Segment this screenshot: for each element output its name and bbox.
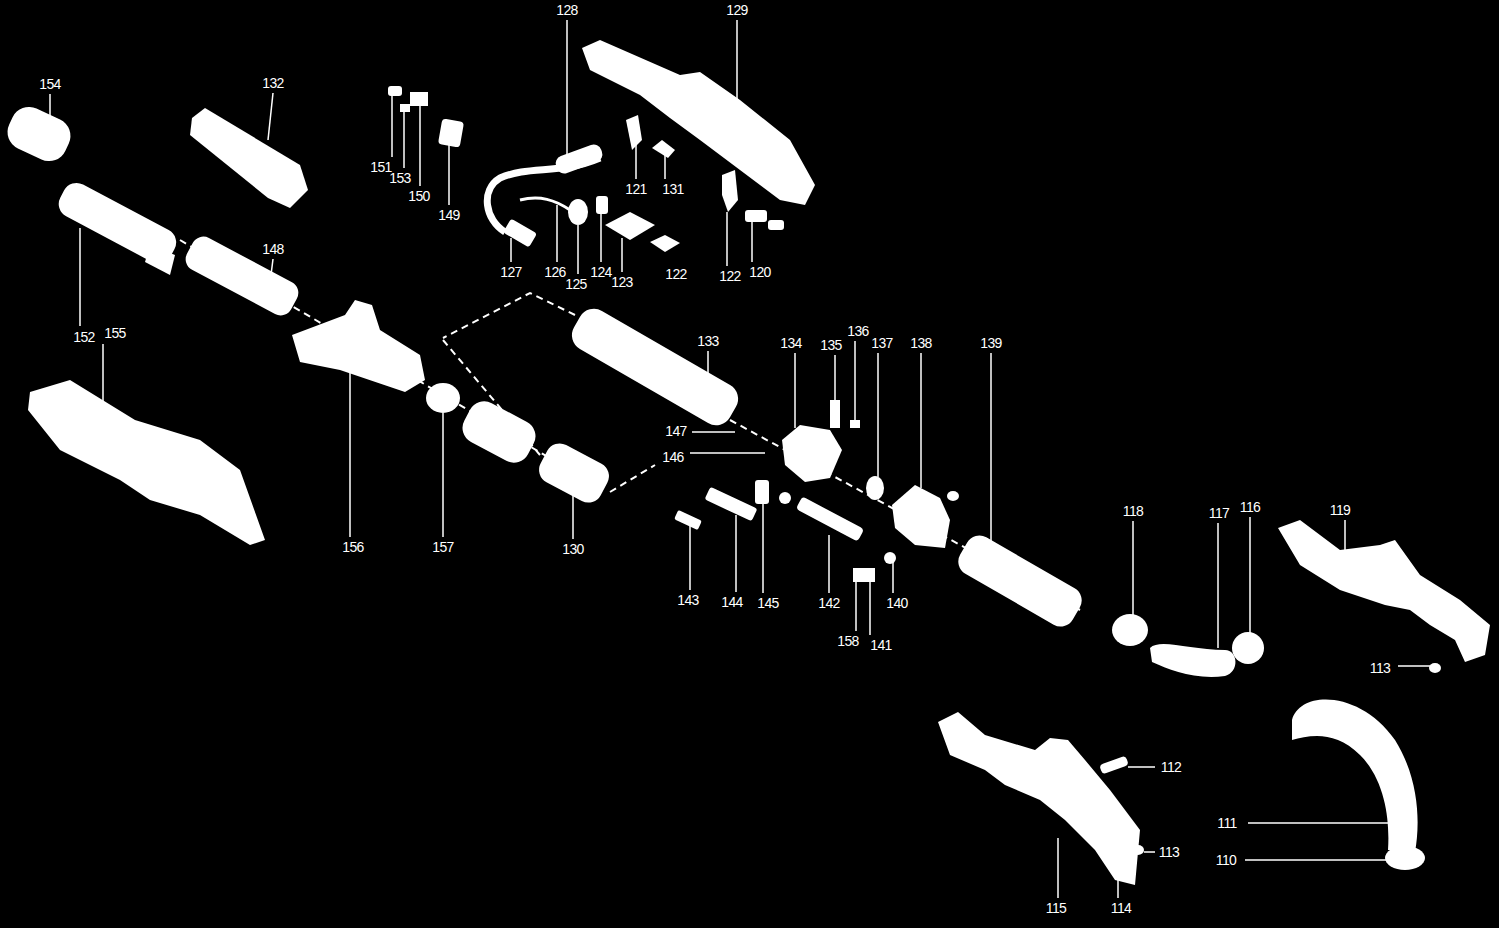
callout-number: 154 <box>39 76 61 92</box>
callout-number: 136 <box>847 323 869 339</box>
callout-number: 120 <box>749 264 771 280</box>
callout-number: 129 <box>726 2 748 18</box>
callout-number: 146 <box>662 449 684 465</box>
callout-number: 117 <box>1209 505 1230 521</box>
callout-number: 155 <box>104 325 126 341</box>
callout-number: 132 <box>262 75 284 91</box>
callout-number: 122 <box>719 268 741 284</box>
callout-number: 133 <box>697 333 719 349</box>
callout-number: 114 <box>1111 900 1132 916</box>
callout-number: 125 <box>565 276 587 292</box>
callout-number: 123 <box>611 274 633 290</box>
callout-number: 152 <box>73 329 95 345</box>
callout-number: 110 <box>1216 852 1237 868</box>
callout-number: 144 <box>721 594 743 610</box>
callout-number: 127 <box>500 264 522 280</box>
callout-number: 141 <box>870 637 892 653</box>
callout-number: 113 <box>1370 660 1391 676</box>
callout-number: 126 <box>544 264 566 280</box>
callout-number: 135 <box>820 337 842 353</box>
callout-number: 150 <box>408 188 430 204</box>
callout-number: 157 <box>432 539 454 555</box>
callout-number: 111 <box>1217 815 1236 831</box>
callout-number: 128 <box>556 2 578 18</box>
callout-number: 134 <box>780 335 802 351</box>
callout-number: 124 <box>590 264 612 280</box>
callout-number: 153 <box>389 170 411 186</box>
callout-number: 116 <box>1240 499 1261 515</box>
callout-number: 158 <box>837 633 859 649</box>
callout-number: 143 <box>677 592 699 608</box>
callout-number: 138 <box>910 335 932 351</box>
callout-number: 149 <box>438 207 460 223</box>
callout-number: 130 <box>562 541 584 557</box>
callout-number: 139 <box>980 335 1002 351</box>
callout-number: 145 <box>757 595 779 611</box>
callout-number: 147 <box>665 423 687 439</box>
callout-number: 131 <box>662 181 684 197</box>
callout-number: 121 <box>625 181 647 197</box>
callout-number: 148 <box>262 241 284 257</box>
callout-number: 113 <box>1159 844 1180 860</box>
callout-number: 115 <box>1046 900 1067 916</box>
callout-number: 137 <box>871 335 893 351</box>
callout-number: 118 <box>1123 503 1144 519</box>
callout-number: 112 <box>1161 759 1182 775</box>
callout-number: 151 <box>370 159 392 175</box>
callout-number: 140 <box>886 595 908 611</box>
callout-number: 142 <box>818 595 840 611</box>
callout-number: 122 <box>665 266 687 282</box>
callout-number: 156 <box>342 539 364 555</box>
callout-number: 119 <box>1330 502 1351 518</box>
